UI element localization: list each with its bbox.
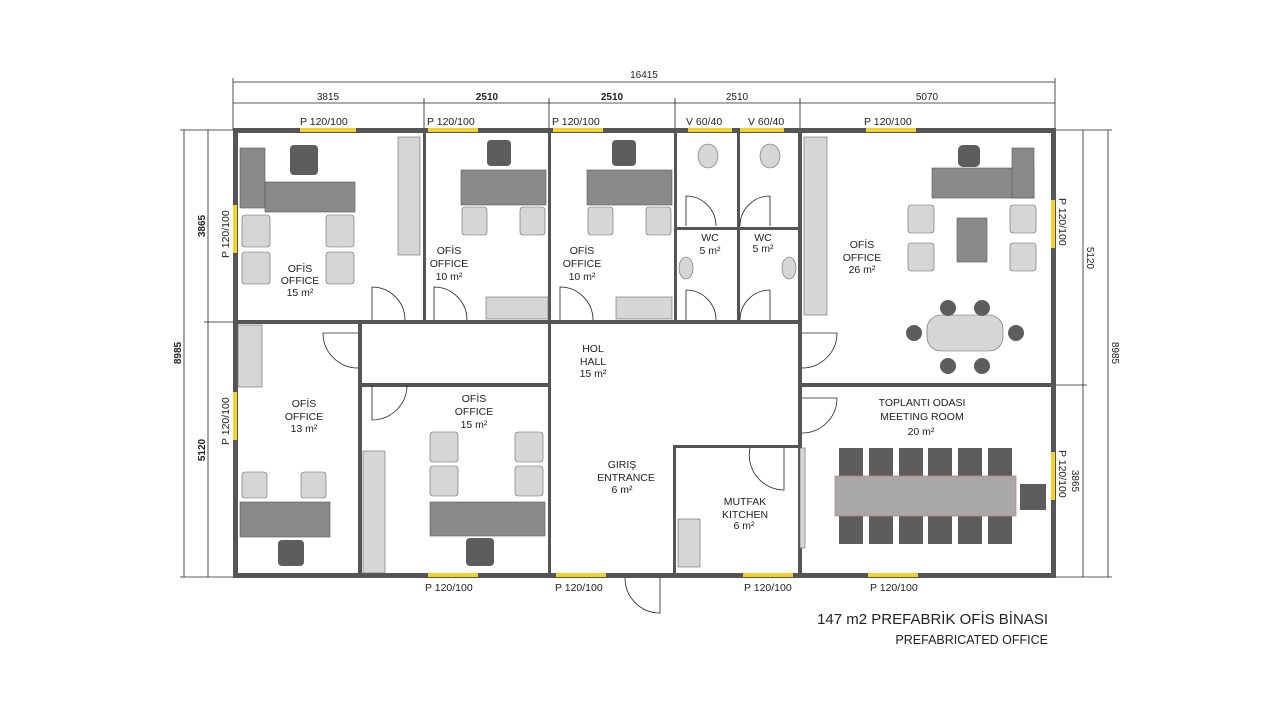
dim-total-width: 16415: [630, 70, 658, 81]
svg-text:OFFICE: OFFICE: [455, 406, 494, 418]
svg-text:WC: WC: [754, 232, 772, 244]
window-label-right-2: P 120/100: [1056, 450, 1068, 498]
dim-top-1: 3815: [317, 92, 340, 103]
svg-text:6 m²: 6 m²: [734, 520, 756, 532]
svg-text:OFFICE: OFFICE: [563, 258, 602, 270]
window-label-left-2: P 120/100: [220, 397, 232, 445]
window-label-left-1: P 120/100: [220, 210, 232, 258]
svg-text:OFİS: OFİS: [437, 244, 462, 257]
svg-text:MEETING ROOM: MEETING ROOM: [880, 411, 963, 423]
room-entrance: GIRIŞ ENTRANCE 6 m²: [597, 459, 655, 496]
svg-text:15 m²: 15 m²: [287, 287, 314, 299]
dim-top-3: 2510: [601, 92, 624, 103]
svg-text:HOL: HOL: [582, 343, 604, 355]
svg-text:HALL: HALL: [580, 356, 606, 368]
window-label-bottom-2: P 120/100: [555, 582, 603, 594]
meeting-chairs: [839, 448, 1046, 544]
svg-text:10 m²: 10 m²: [436, 271, 463, 283]
svg-text:ENTRANCE: ENTRANCE: [597, 472, 655, 484]
svg-text:KITCHEN: KITCHEN: [722, 509, 768, 521]
svg-text:OFFICE: OFFICE: [843, 252, 882, 264]
svg-text:OFİS: OFİS: [462, 392, 487, 405]
room-meeting: TOPLANTI ODASI MEETING ROOM 20 m²: [879, 397, 966, 438]
window-label-top-3: P 120/100: [552, 116, 600, 128]
window-label-top-6: P 120/100: [864, 116, 912, 128]
room-office-15-middle: OFİS OFFICE 15 m²: [455, 392, 494, 431]
dim-top-2: 2510: [476, 92, 499, 103]
plan-title: 147 m2 PREFABRİK OFİS BİNASI: [817, 610, 1048, 628]
room-office-10-b: OFİS OFFICE 10 m²: [563, 244, 602, 283]
svg-text:5 m²: 5 m²: [700, 245, 722, 257]
dim-right-1: 5120: [1084, 247, 1095, 270]
doors: [322, 195, 838, 614]
svg-text:5 m²: 5 m²: [753, 243, 775, 255]
room-kitchen: MUTFAK KITCHEN 6 m²: [722, 496, 768, 532]
walls: [233, 128, 1056, 578]
dim-left-total: 8985: [173, 341, 184, 364]
window-label-top-1: P 120/100: [300, 116, 348, 128]
window-label-top-2: P 120/100: [427, 116, 475, 128]
dim-top-4: 2510: [726, 92, 749, 103]
svg-text:GIRIŞ: GIRIŞ: [608, 459, 637, 471]
svg-text:15 m²: 15 m²: [580, 368, 607, 380]
svg-text:WC: WC: [701, 232, 719, 244]
svg-text:OFFICE: OFFICE: [285, 411, 324, 423]
plan-subtitle: PREFABRICATED OFFICE: [895, 633, 1048, 647]
dim-right-2: 3865: [1069, 470, 1080, 493]
svg-text:OFFICE: OFFICE: [281, 275, 320, 287]
svg-text:OFFICE: OFFICE: [430, 258, 469, 270]
svg-text:OFİS: OFİS: [288, 262, 313, 275]
svg-text:15 m²: 15 m²: [461, 419, 488, 431]
room-wc-2: WC 5 m²: [753, 232, 775, 255]
room-office-13: OFİS OFFICE 13 m²: [285, 397, 324, 435]
svg-text:26 m²: 26 m²: [849, 264, 876, 276]
svg-text:MUTFAK: MUTFAK: [724, 496, 767, 508]
furniture: [237, 136, 1046, 574]
svg-text:OFİS: OFİS: [850, 238, 875, 251]
room-office-10-a: OFİS OFFICE 10 m²: [430, 244, 469, 283]
room-office-26: OFİS OFFICE 26 m²: [843, 238, 882, 276]
room-hall: HOL HALL 15 m²: [580, 343, 607, 380]
window-label-bottom-1: P 120/100: [425, 582, 473, 594]
dim-left-1: 3865: [197, 214, 208, 237]
svg-text:10 m²: 10 m²: [569, 271, 596, 283]
room-wc-1: WC 5 m²: [700, 232, 722, 257]
dimension-lines: [180, 78, 1112, 578]
svg-text:13 m²: 13 m²: [291, 423, 318, 435]
window-label-top-4: V 60/40: [686, 116, 722, 128]
window-label-right-1: P 120/100: [1056, 198, 1068, 246]
svg-text:20 m²: 20 m²: [908, 426, 935, 438]
svg-text:6 m²: 6 m²: [612, 484, 634, 496]
window-label-bottom-4: P 120/100: [870, 582, 918, 594]
windows: [233, 128, 1055, 577]
window-label-bottom-3: P 120/100: [744, 582, 792, 594]
dim-left-2: 5120: [197, 438, 208, 461]
svg-text:OFİS: OFİS: [570, 244, 595, 257]
dim-right-total: 8985: [1109, 342, 1120, 365]
svg-text:TOPLANTI ODASI: TOPLANTI ODASI: [879, 397, 966, 409]
window-label-top-5: V 60/40: [748, 116, 784, 128]
room-office-15: OFİS OFFICE 15 m²: [281, 262, 320, 299]
svg-text:OFİS: OFİS: [292, 397, 317, 410]
dim-top-5: 5070: [916, 92, 939, 103]
